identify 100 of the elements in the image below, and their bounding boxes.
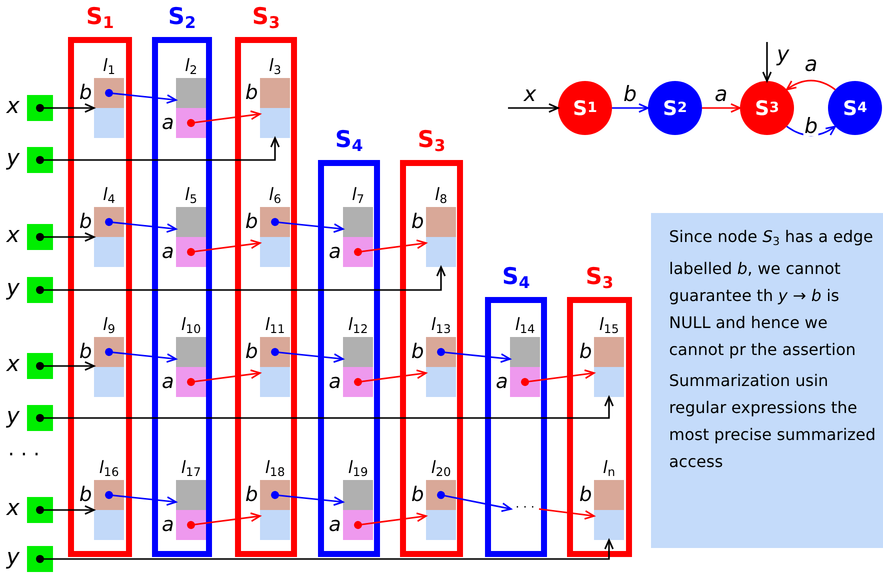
variable-box bbox=[27, 224, 53, 250]
heap-cell bbox=[94, 315, 124, 397]
cell-label: l$_{19}$ bbox=[347, 458, 369, 481]
heap-cell bbox=[94, 458, 124, 540]
cell-label: l$_{5}$ bbox=[184, 185, 198, 208]
field-label: b bbox=[578, 340, 592, 362]
cell-label: l$_{4}$ bbox=[102, 185, 116, 208]
variable-label: y bbox=[5, 276, 21, 302]
arrow bbox=[612, 103, 649, 113]
state-label: S$_{3}$ bbox=[416, 126, 446, 158]
field-label: b bbox=[244, 210, 258, 232]
field-label: a bbox=[160, 240, 174, 262]
heap-cell bbox=[260, 56, 290, 138]
cell-label: l$_{20}$ bbox=[430, 458, 452, 481]
edge-label: b bbox=[803, 116, 819, 136]
field-label: a bbox=[328, 370, 341, 392]
cell-label: l$_{15}$ bbox=[598, 315, 620, 338]
field-label: a bbox=[328, 240, 341, 262]
field-label: b bbox=[244, 340, 258, 362]
arrow bbox=[36, 539, 614, 563]
variable-label: y bbox=[5, 545, 21, 571]
heap-cell bbox=[343, 458, 373, 540]
arrow bbox=[36, 137, 280, 164]
heap-cell bbox=[260, 315, 290, 397]
heap-cell bbox=[594, 315, 624, 397]
variable-box bbox=[27, 277, 53, 303]
field-label: b bbox=[78, 483, 92, 505]
variable-label: x bbox=[5, 496, 21, 522]
ellipsis-text: · · · bbox=[8, 443, 40, 465]
arrow bbox=[762, 42, 772, 82]
arrow bbox=[271, 491, 344, 506]
arrow bbox=[354, 369, 427, 386]
cell-label: l$_{13}$ bbox=[430, 315, 452, 338]
arrow bbox=[36, 396, 614, 422]
variable-label: x bbox=[5, 223, 21, 249]
heap-cell bbox=[94, 56, 124, 138]
heap-cell bbox=[510, 315, 540, 397]
cell-label: l$_{7}$ bbox=[350, 185, 366, 208]
arrow bbox=[354, 239, 427, 256]
heap-cell bbox=[260, 185, 290, 267]
field-label: b bbox=[244, 483, 258, 505]
heap-cell bbox=[426, 185, 456, 267]
field-label: a bbox=[328, 513, 341, 535]
arrow bbox=[187, 239, 261, 256]
note-box bbox=[651, 213, 883, 548]
state-label: S$_{4}$ bbox=[501, 263, 531, 294]
cell-label: l$_{12}$ bbox=[347, 315, 369, 338]
arrow bbox=[508, 103, 559, 113]
field-label: a bbox=[160, 111, 174, 133]
field-label: a bbox=[494, 370, 508, 392]
cell-label: l$_{n}$ bbox=[602, 458, 616, 481]
cell-label: l$_{16}$ bbox=[98, 458, 120, 481]
field-label: b bbox=[244, 81, 258, 103]
note-text: Summarization usin regular expressions the most precise summarized access bbox=[669, 370, 877, 473]
heap-cell bbox=[426, 315, 456, 397]
field-label: b bbox=[78, 340, 92, 362]
heap-cell bbox=[176, 315, 206, 397]
cell-label: l$_{3}$ bbox=[268, 56, 282, 79]
field-label: b bbox=[410, 210, 424, 232]
arrow bbox=[105, 218, 177, 233]
state-label: S$_{1}$ bbox=[85, 3, 115, 34]
arrow bbox=[437, 348, 511, 363]
arrow bbox=[36, 103, 95, 113]
cell-label: l$_{2}$ bbox=[184, 56, 198, 79]
arrow bbox=[105, 348, 177, 363]
arrow bbox=[36, 505, 95, 515]
variable-box bbox=[27, 497, 53, 523]
ellipsis-text: · · · bbox=[511, 501, 539, 517]
arrow bbox=[36, 232, 95, 242]
cell-label: l$_{18}$ bbox=[264, 458, 286, 481]
arrow bbox=[354, 512, 427, 529]
field-label: b bbox=[410, 340, 424, 362]
state-label: S$_{3}$ bbox=[251, 3, 281, 34]
heap-cell bbox=[260, 458, 290, 540]
cell-label: l$_{11}$ bbox=[264, 315, 286, 338]
cell-label: l$_{9}$ bbox=[102, 315, 116, 338]
cell-label: l$_{14}$ bbox=[514, 315, 536, 338]
state-label: S$_{3}$ bbox=[584, 263, 614, 294]
cell-label: l$_{10}$ bbox=[180, 315, 202, 338]
heap-cell bbox=[94, 185, 124, 267]
variable-box bbox=[27, 546, 53, 572]
arrow bbox=[36, 266, 446, 294]
variable-box bbox=[27, 353, 53, 379]
arrow bbox=[187, 512, 261, 529]
arrow bbox=[786, 126, 836, 136]
field-label: a bbox=[160, 370, 174, 392]
field-label: b bbox=[78, 210, 92, 232]
field-label: b bbox=[78, 81, 92, 103]
arrow bbox=[271, 348, 344, 363]
heap-cell bbox=[594, 458, 624, 540]
arrow bbox=[786, 80, 836, 90]
heap-cell bbox=[343, 185, 373, 267]
variable-label: x bbox=[5, 94, 21, 120]
field-label: a bbox=[160, 513, 174, 535]
arrow bbox=[36, 361, 95, 371]
arrow bbox=[105, 491, 177, 506]
heap-cell bbox=[343, 315, 373, 397]
heap-cell bbox=[176, 185, 206, 267]
variable-box bbox=[27, 95, 53, 121]
cell-label: l$_{1}$ bbox=[102, 56, 116, 79]
